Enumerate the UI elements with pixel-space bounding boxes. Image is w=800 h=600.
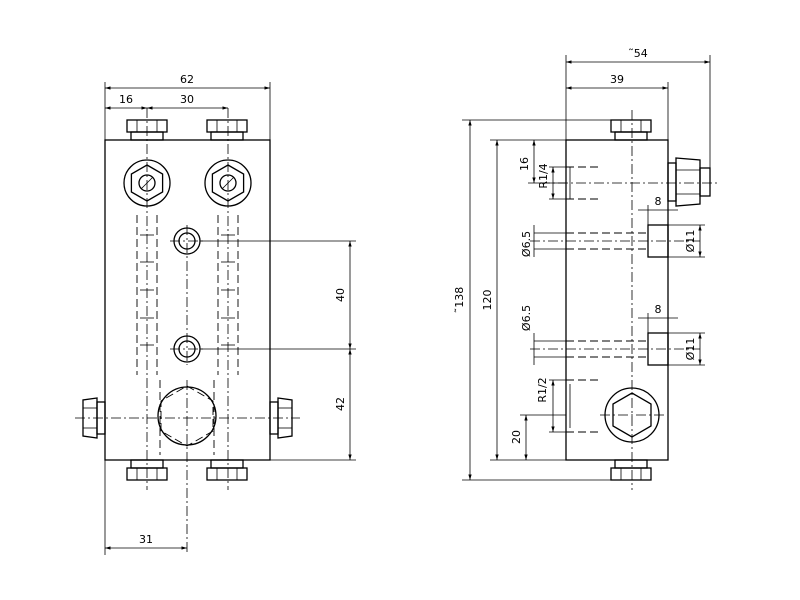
dim-port-spacing: 30 <box>180 93 194 106</box>
dim-hole-dia-lower: Ø6.5 <box>520 305 533 331</box>
dim-lower-height: 42 <box>334 397 347 411</box>
bottom-bolt-right <box>206 459 248 481</box>
dim-bottom-port-offset-side: 20 <box>510 430 523 444</box>
front-centerlines <box>75 108 300 555</box>
side-fitting-right <box>667 157 711 207</box>
dim-left-offset: 16 <box>119 93 133 106</box>
dim-bottom-port-offset: 31 <box>139 533 153 546</box>
dim-top-port-thread: R1/4 <box>537 163 550 188</box>
dim-counterbore-dia-lower: Ø11 <box>684 338 697 361</box>
side-port-r14 <box>540 166 720 200</box>
dim-counterbore-depth-lower: 8 <box>655 303 662 316</box>
dim-top-port-offset: 16 <box>518 157 531 171</box>
side-bottom-bolt <box>610 459 652 481</box>
dim-overall-height: ˜138 <box>453 287 466 314</box>
front-view: 62 16 30 40 42 31 <box>75 73 356 555</box>
dim-counterbore-dia-upper: Ø11 <box>684 230 697 253</box>
side-hole-lower <box>530 332 700 366</box>
dim-hole-spacing: 40 <box>334 288 347 302</box>
side-port-r12 <box>566 379 665 443</box>
side-view: ˜54 39 ˜138 120 16 R1/4 <box>453 47 720 490</box>
dim-overall-width: 62 <box>180 73 194 86</box>
top-bolt-right <box>206 119 248 141</box>
dim-body-depth: 39 <box>610 73 624 86</box>
internal-bores <box>136 215 239 455</box>
dim-overall-depth: ˜54 <box>628 47 648 60</box>
side-hole-upper <box>530 224 700 258</box>
front-body <box>104 139 271 461</box>
front-dimensions: 62 16 30 40 42 31 <box>104 73 356 555</box>
dim-body-height: 120 <box>481 290 494 311</box>
side-body <box>565 139 669 461</box>
dim-bottom-port-thread: R1/2 <box>536 377 549 402</box>
side-dimensions: ˜54 39 ˜138 120 16 R1/4 <box>453 47 711 481</box>
dim-hole-dia-upper: Ø6.5 <box>520 231 533 257</box>
dim-counterbore-depth-upper: 8 <box>655 195 662 208</box>
side-top-bolt <box>610 119 652 141</box>
